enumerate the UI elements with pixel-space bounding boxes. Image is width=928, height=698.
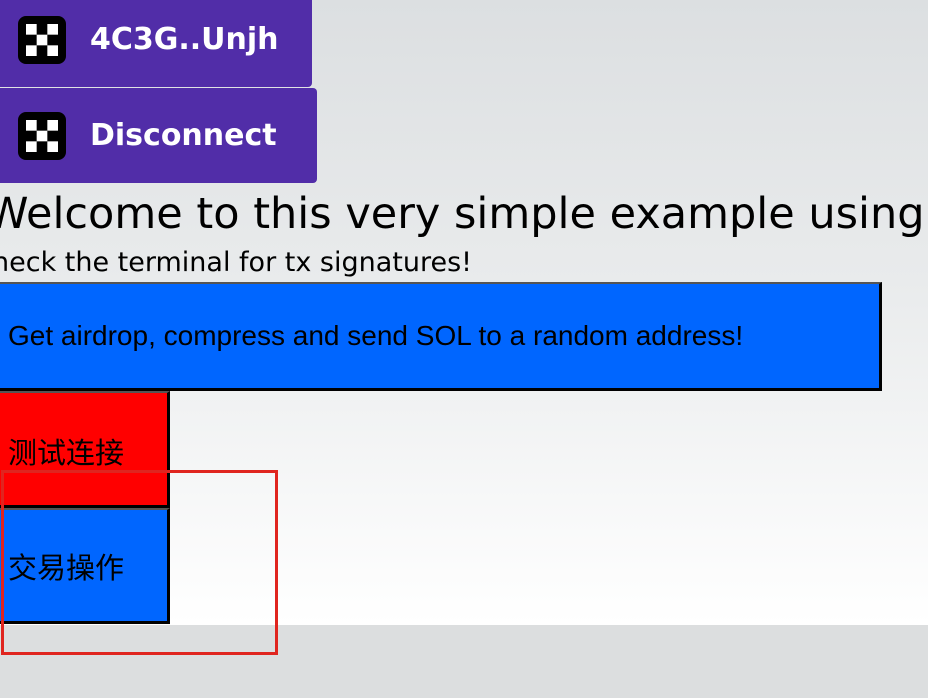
page-title: Welcome to this very simple example usin… bbox=[0, 189, 925, 239]
page-bottom-strip bbox=[0, 625, 928, 698]
airdrop-compress-send-button[interactable]: Get airdrop, compress and send SOL to a … bbox=[0, 282, 882, 391]
test-connection-button[interactable]: 测试连接 bbox=[0, 391, 170, 508]
trade-button[interactable]: 交易操作 bbox=[0, 508, 170, 624]
wallet-address-label: 4C3G..Unjh bbox=[90, 22, 279, 57]
page-subtitle: heck the terminal for tx signatures! bbox=[0, 247, 472, 278]
disconnect-label: Disconnect bbox=[90, 118, 277, 153]
okx-wallet-icon bbox=[18, 15, 66, 64]
wallet-address-button[interactable]: 4C3G..Unjh bbox=[0, 0, 312, 87]
okx-wallet-icon bbox=[18, 111, 66, 160]
disconnect-button[interactable]: Disconnect bbox=[0, 88, 317, 183]
